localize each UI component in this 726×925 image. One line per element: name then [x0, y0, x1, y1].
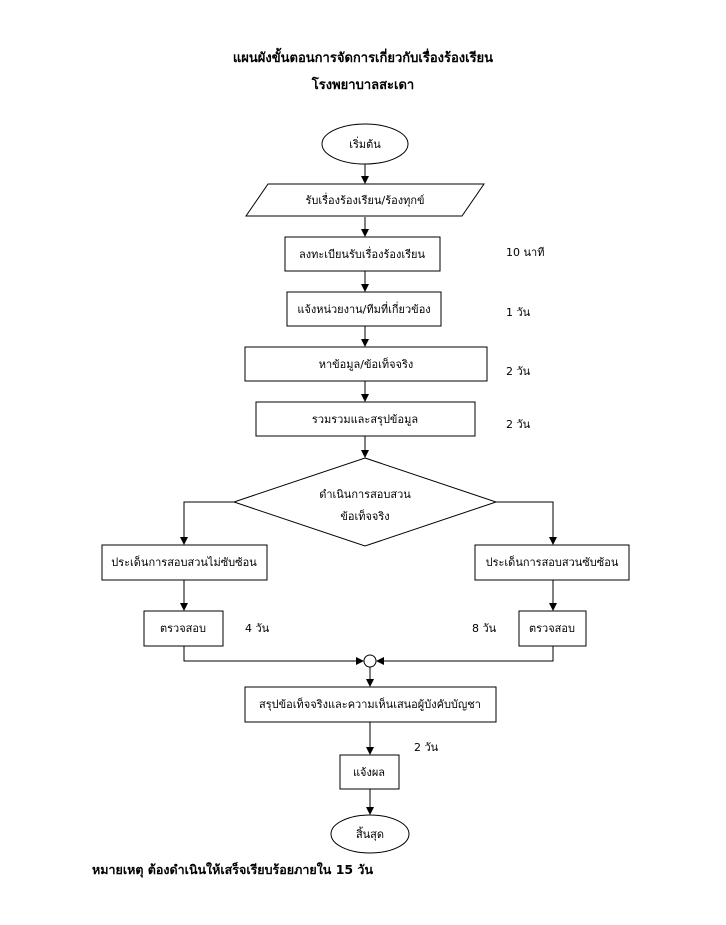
- simple-issue-box: [101, 544, 268, 581]
- find-facts-box: [244, 346, 488, 382]
- investigate-label-2: ข้อเท็จจริง: [340, 509, 389, 523]
- notify-unit-box: [286, 291, 442, 327]
- simple-issue-label: ประเด็นการสอบสวนไม่ซับซ้อน: [111, 555, 257, 569]
- merge-connector: [363, 654, 377, 668]
- check-left-box: [143, 610, 224, 647]
- footnote: หมายเหตุ ต้องดำเนินให้เสร็จเรียบร้อยภายใ…: [92, 862, 373, 877]
- receive-label: รับเรื่องร้องเรียน/ร้องทุกข์: [305, 192, 424, 207]
- connectors: [180, 164, 557, 815]
- complex-issue-box: [474, 544, 630, 581]
- check-left-label: ตรวจสอบ: [160, 622, 206, 635]
- compile-label: รวมรวมและสรุปข้อมูล: [312, 413, 418, 426]
- end-label: สิ้นสุด: [356, 826, 384, 841]
- investigate-decision: [232, 457, 498, 547]
- duration-check-left: 4 วัน: [245, 622, 270, 635]
- start-terminal: [321, 123, 409, 165]
- register-complaint-box: [284, 236, 441, 272]
- duration-notify-unit: 1 วัน: [506, 306, 531, 319]
- notify-result-label: แจ้งผล: [353, 766, 385, 779]
- find-facts-label: หาข้อมูล/ข้อเท็จจริง: [319, 357, 414, 371]
- receive-complaint-io: [245, 183, 485, 217]
- end-terminal: [330, 814, 410, 854]
- duration-register: 10 นาที: [506, 246, 545, 259]
- start-label: เริ่มต้น: [349, 136, 381, 151]
- register-label: ลงทะเบียนรับเรื่องร้องเรียน: [299, 246, 426, 261]
- check-right-label: ตรวจสอบ: [529, 622, 575, 635]
- summarize-report-box: [244, 686, 497, 723]
- duration-find-facts: 2 วัน: [506, 365, 531, 378]
- page-title: แผนผังขั้นตอนการจัดการเกี่ยวกับเรื่องร้อ…: [232, 51, 494, 66]
- summarize-label: สรุปข้อเท็จจริงและความเห็นเสนอผู้บังคับบ…: [259, 697, 481, 711]
- duration-compile: 2 วัน: [506, 418, 531, 431]
- complex-issue-label: ประเด็นการสอบสวนซับซ้อน: [486, 555, 619, 569]
- notify-result-box: [339, 754, 400, 790]
- duration-summarize: 2 วัน: [414, 741, 439, 754]
- investigate-label-1: ดำเนินการสอบสวน: [319, 488, 411, 501]
- compile-summarize-box: [255, 401, 476, 437]
- notify-unit-label: แจ้งหน่วยงาน/ทีมที่เกี่ยวข้อง: [297, 301, 430, 316]
- page-subtitle: โรงพยาบาลสะเดา: [311, 78, 415, 93]
- check-right-box: [518, 610, 587, 647]
- duration-check-right: 8 วัน: [472, 622, 497, 635]
